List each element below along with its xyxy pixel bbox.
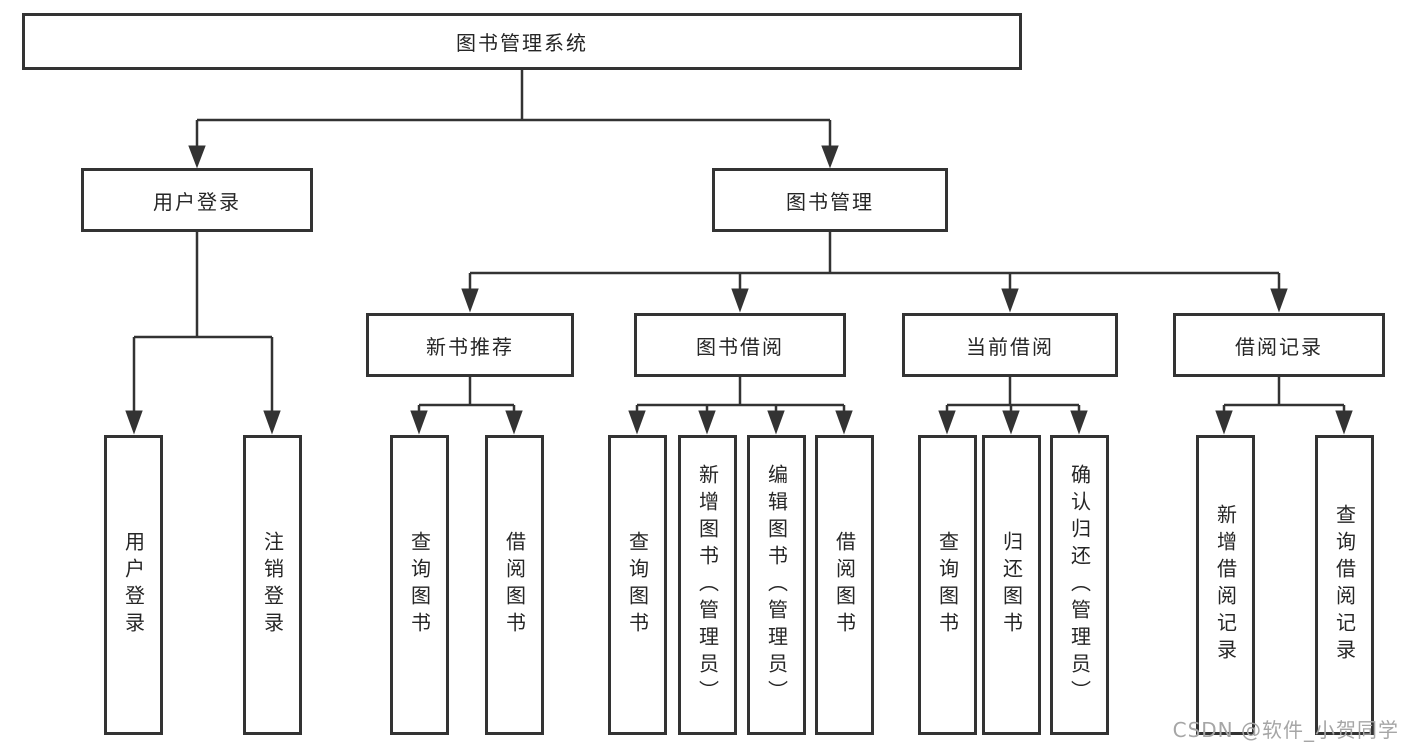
leaf-borrow-query-books-label: 查询图书: [625, 531, 650, 639]
connector-user-login-children: [125, 232, 281, 435]
leaf-borrow-query-books: 查询图书: [608, 435, 667, 735]
connector-borrow-records-children: [1215, 377, 1353, 435]
node-current-borrow: 当前借阅: [902, 313, 1118, 377]
connector-book-borrow-children: [628, 377, 853, 435]
leaf-user-login-label: 用户登录: [121, 531, 146, 639]
leaf-borrow-books: 借阅图书: [815, 435, 874, 735]
node-new-book-recommend: 新书推荐: [366, 313, 574, 377]
leaf-add-books-admin-label: 新增图书（管理员）: [695, 463, 720, 707]
leaf-current-query-books-label: 查询图书: [935, 531, 960, 639]
leaf-logout-label: 注销登录: [260, 531, 285, 639]
node-book-management: 图书管理: [712, 168, 948, 232]
leaf-return-books-label: 归还图书: [999, 531, 1024, 639]
node-book-borrow: 图书借阅: [634, 313, 846, 377]
leaf-add-books-admin: 新增图书（管理员）: [678, 435, 737, 735]
leaf-user-login: 用户登录: [104, 435, 163, 735]
leaf-borrow-books-label: 借阅图书: [832, 531, 857, 639]
connector-new-book-recommend-children: [410, 377, 523, 435]
leaf-recommend-query-books-label: 查询图书: [407, 531, 432, 639]
leaf-recommend-query-books: 查询图书: [390, 435, 449, 735]
connector-root-to-level2: [188, 70, 839, 169]
leaf-recommend-borrow-books-label: 借阅图书: [502, 531, 527, 639]
connector-current-borrow-children: [938, 377, 1088, 435]
leaf-current-query-books: 查询图书: [918, 435, 977, 735]
leaf-add-borrow-record-label: 新增借阅记录: [1213, 504, 1238, 666]
leaf-confirm-return-admin: 确认归还（管理员）: [1050, 435, 1109, 735]
watermark: CSDN @软件_小贺同学: [1172, 718, 1399, 742]
leaf-query-borrow-record: 查询借阅记录: [1315, 435, 1374, 735]
leaf-edit-books-admin: 编辑图书（管理员）: [747, 435, 806, 735]
node-root: 图书管理系统: [22, 13, 1022, 70]
leaf-recommend-borrow-books: 借阅图书: [485, 435, 544, 735]
leaf-add-borrow-record: 新增借阅记录: [1196, 435, 1255, 735]
node-borrow-records: 借阅记录: [1173, 313, 1385, 377]
leaf-return-books: 归还图书: [982, 435, 1041, 735]
leaf-logout: 注销登录: [243, 435, 302, 735]
node-user-login: 用户登录: [81, 168, 313, 232]
leaf-query-borrow-record-label: 查询借阅记录: [1332, 504, 1357, 666]
leaf-edit-books-admin-label: 编辑图书（管理员）: [764, 463, 789, 707]
connector-book-management-children: [461, 232, 1288, 313]
leaf-confirm-return-admin-label: 确认归还（管理员）: [1067, 463, 1092, 707]
